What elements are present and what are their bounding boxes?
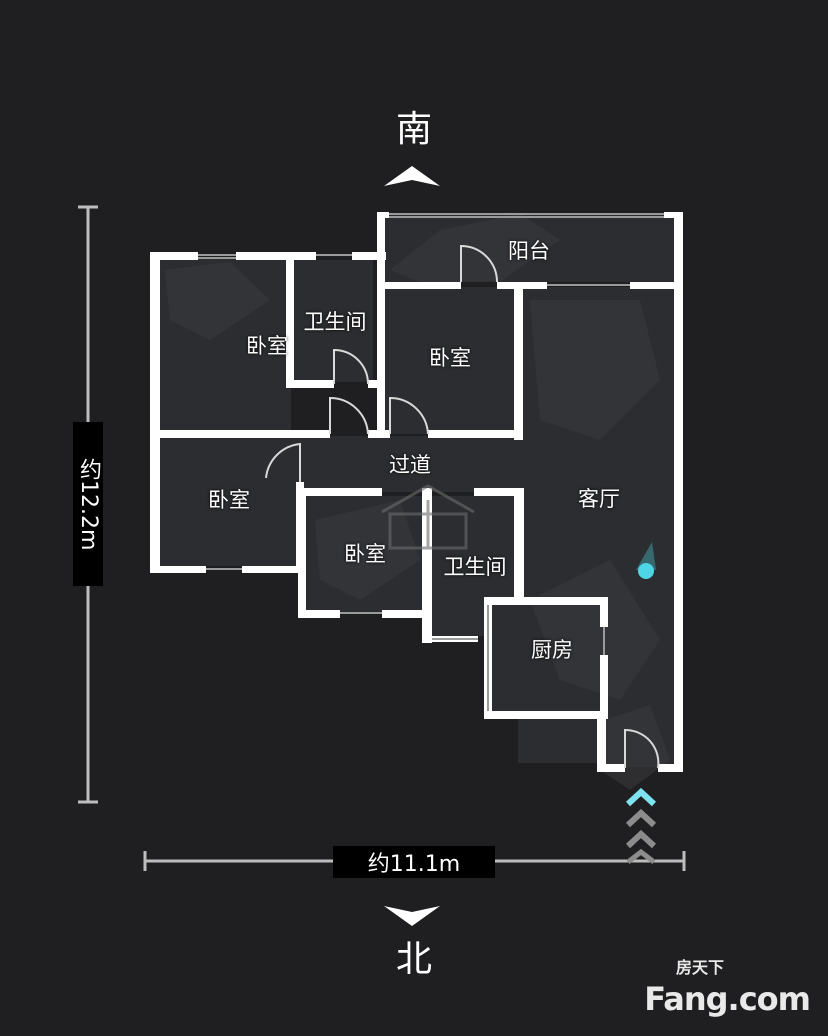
room-label-bedroom-2: 卧室 bbox=[429, 346, 471, 370]
windows bbox=[198, 213, 664, 711]
height-dimension-label: 约12.2m bbox=[73, 422, 103, 586]
room-label-corridor: 过道 bbox=[389, 453, 431, 477]
north-arrow-icon bbox=[384, 906, 440, 926]
room-label-bedroom-1: 卧室 bbox=[246, 334, 288, 358]
doors bbox=[265, 244, 660, 769]
north-label: 北 bbox=[395, 939, 432, 980]
room-label-bedroom-4: 卧室 bbox=[344, 542, 386, 566]
room-label-bathroom-2: 卫生间 bbox=[443, 555, 507, 579]
location-marker bbox=[636, 542, 656, 579]
room-label-kitchen: 厨房 bbox=[531, 638, 573, 662]
brand-watermark-top: 房天下 bbox=[675, 958, 724, 977]
width-dimension-label: 约11.1m bbox=[333, 846, 495, 878]
south-label: 南 bbox=[395, 109, 432, 150]
brand-watermark-main: Fang.com bbox=[644, 980, 811, 1018]
entrance-arrows-icon bbox=[625, 787, 657, 864]
brand-watermark: 房天下 Fang.com bbox=[630, 952, 811, 1018]
room-label-balcony: 阳台 bbox=[508, 239, 550, 263]
south-arrow-icon bbox=[384, 166, 440, 186]
room-label-bathroom-1: 卫生间 bbox=[303, 310, 367, 334]
room-label-living-room: 客厅 bbox=[578, 487, 620, 511]
center-watermark-icon bbox=[381, 484, 475, 550]
room-label-bedroom-3: 卧室 bbox=[208, 488, 250, 512]
